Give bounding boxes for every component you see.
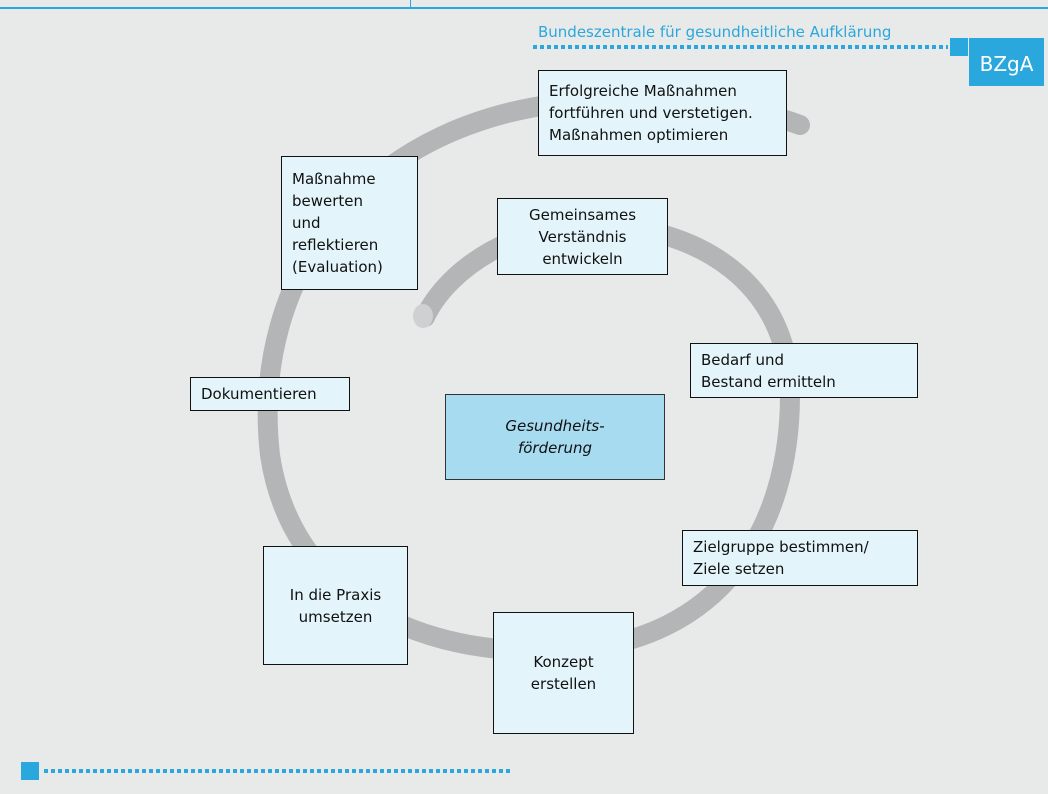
step-verstaendnis: Gemeinsames Verständnis entwickeln bbox=[497, 198, 668, 275]
bzga-logo: BZgA bbox=[969, 38, 1044, 86]
step-praxis-line-1: In die Praxis bbox=[289, 585, 382, 604]
step-bewerten-line-4: reflektieren bbox=[292, 236, 379, 254]
step-bewerten: Maßnahme bewerten und reflektieren (Eval… bbox=[281, 156, 418, 290]
step-praxis: In die Praxis umsetzen bbox=[263, 546, 408, 665]
step-konzept: Konzept erstellen bbox=[493, 612, 634, 734]
step-bedarf: Bedarf und Bestand ermitteln bbox=[690, 343, 918, 398]
top-rule-tick bbox=[410, 0, 411, 8]
step-verstaendnis-line-3: entwickeln bbox=[542, 249, 623, 268]
center-gesundheitsfoerderung: Gesundheits- förderung bbox=[445, 394, 665, 480]
footer-square-marker bbox=[21, 762, 39, 780]
center-line-1: Gesundheits- bbox=[505, 417, 605, 435]
step-bewerten-line-3: und bbox=[292, 214, 321, 232]
footer-dotted-line bbox=[44, 769, 510, 773]
step-verstaendnis-line-2: Verständnis bbox=[538, 227, 627, 246]
step-fortfuehren-line-3: Maßnahmen optimieren bbox=[549, 126, 729, 144]
center-line-2: förderung bbox=[517, 439, 593, 457]
organization-name: Bundeszentrale für gesundheitliche Aufkl… bbox=[538, 23, 892, 41]
step-bewerten-line-5: (Evaluation) bbox=[292, 258, 383, 276]
step-konzept-line-2: erstellen bbox=[530, 675, 597, 693]
step-zielgruppe: Zielgruppe bestimmen/ Ziele setzen bbox=[682, 530, 918, 586]
step-zielgruppe-line-1: Zielgruppe bestimmen/ bbox=[693, 538, 869, 556]
top-rule bbox=[0, 7, 1048, 9]
spiral-start-cap bbox=[413, 304, 433, 328]
header-square-marker bbox=[950, 38, 968, 56]
step-verstaendnis-line-1: Gemeinsames bbox=[528, 205, 637, 224]
step-bedarf-line-2: Bestand ermitteln bbox=[701, 372, 836, 391]
step-bedarf-line-1: Bedarf und bbox=[701, 350, 784, 369]
step-fortfuehren-line-1: Erfolgreiche Maßnahmen bbox=[549, 82, 737, 100]
step-praxis-line-2: umsetzen bbox=[298, 607, 373, 626]
header-dotted-line bbox=[533, 45, 948, 49]
step-dokumentieren-line-1: Dokumentieren bbox=[201, 385, 317, 403]
step-dokumentieren: Dokumentieren bbox=[190, 377, 350, 411]
step-fortfuehren-line-2: fortführen und verstetigen. bbox=[549, 104, 753, 122]
step-bewerten-line-1: Maßnahme bbox=[292, 170, 376, 188]
step-bewerten-line-2: bewerten bbox=[292, 192, 364, 210]
step-fortfuehren: Erfolgreiche Maßnahmen fortführen und ve… bbox=[538, 70, 787, 156]
step-konzept-line-1: Konzept bbox=[533, 653, 594, 671]
step-zielgruppe-line-2: Ziele setzen bbox=[693, 560, 785, 578]
